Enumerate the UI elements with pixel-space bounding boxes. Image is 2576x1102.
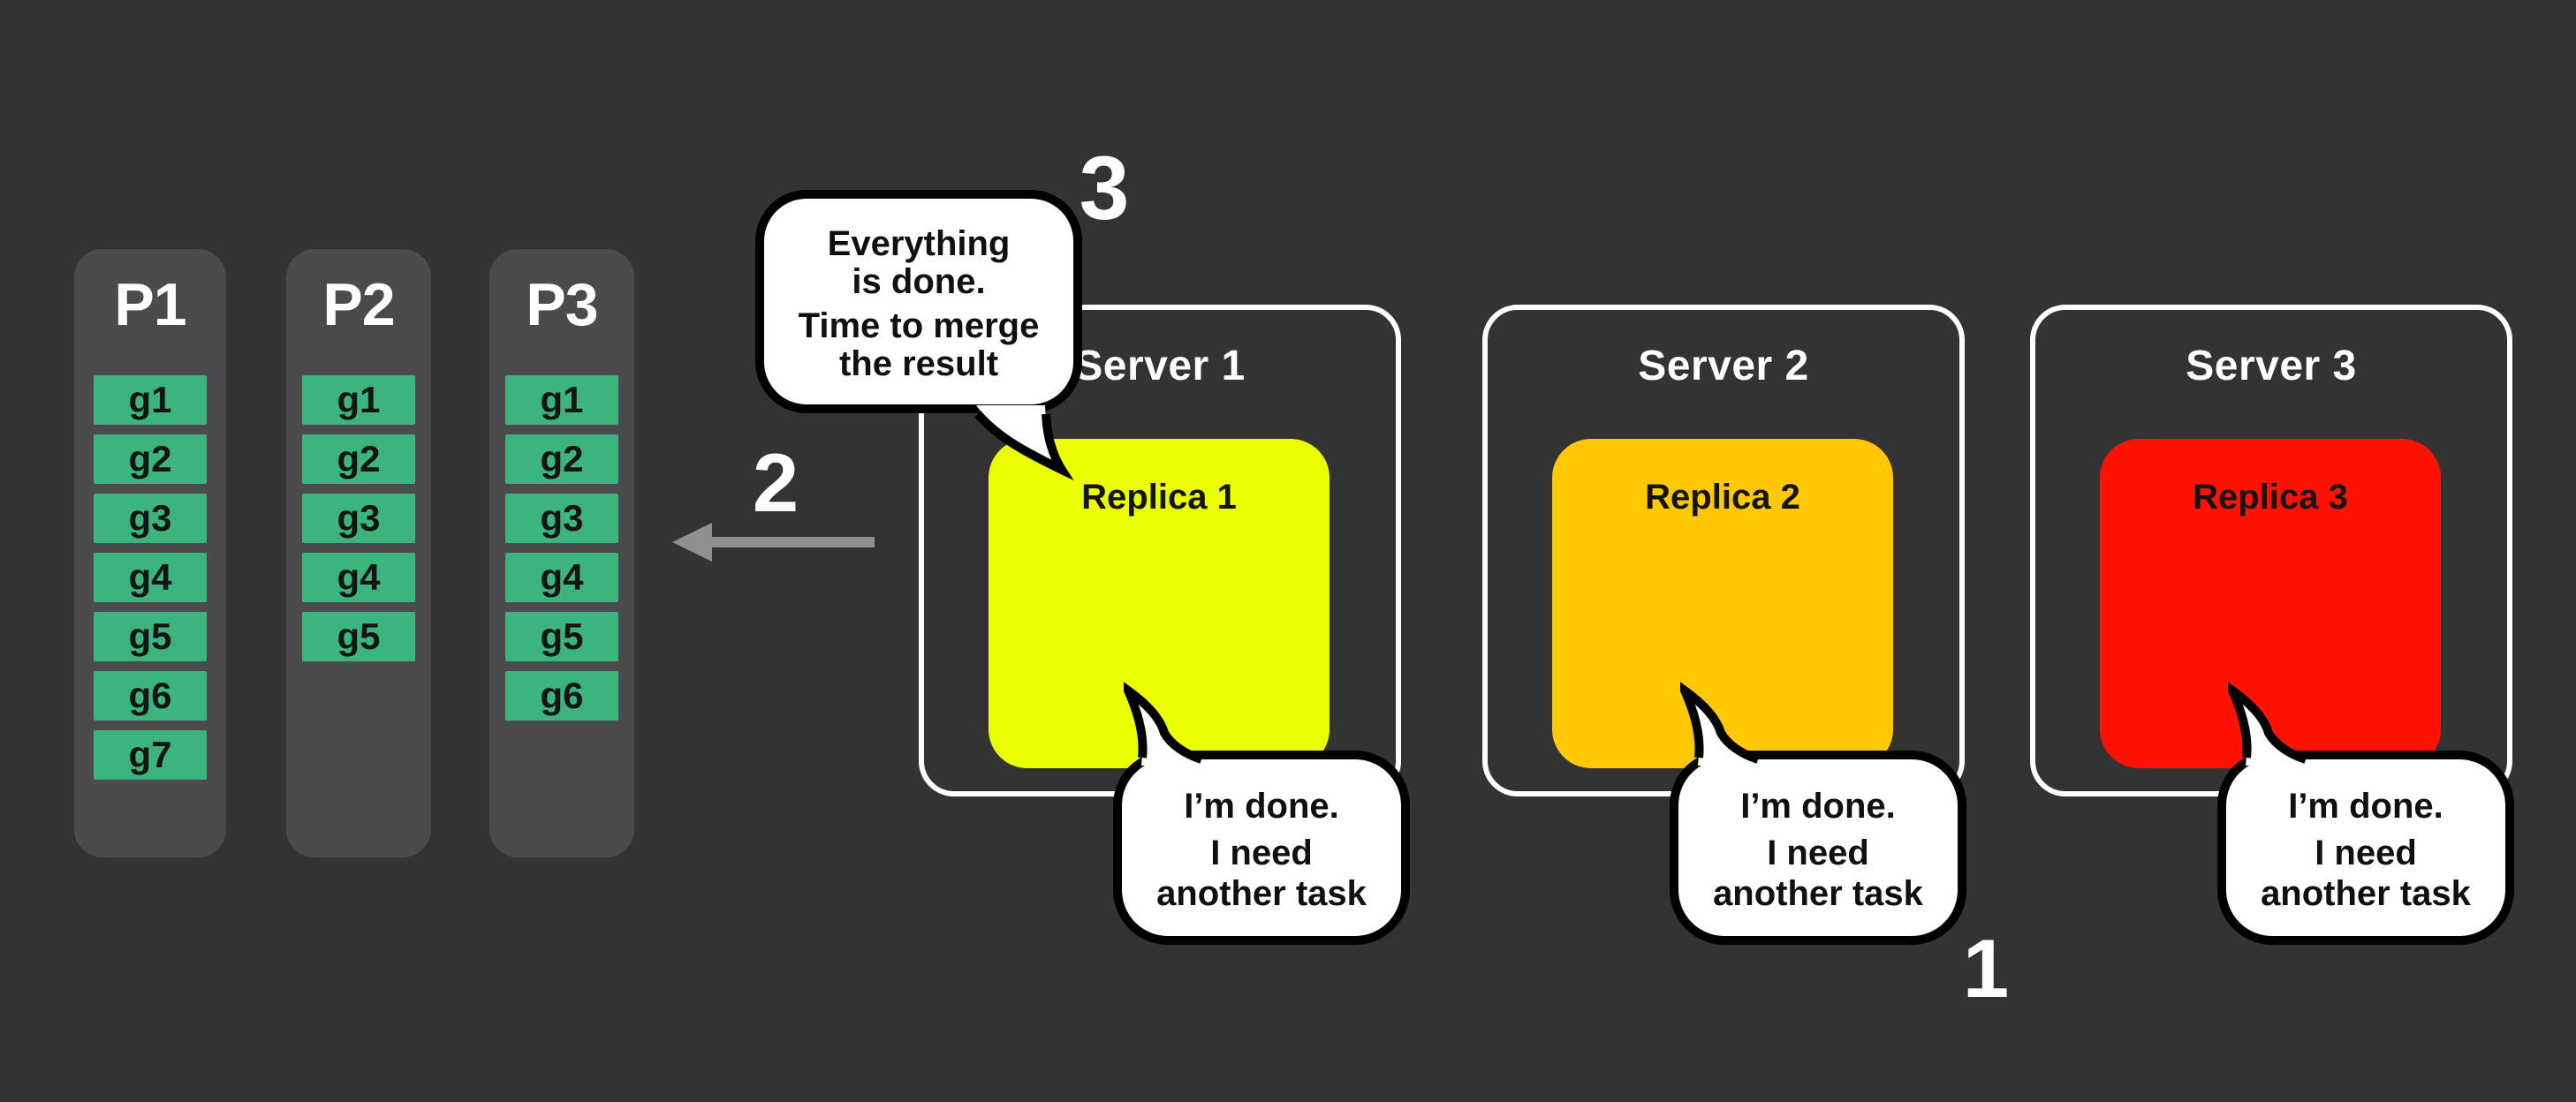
partition-p3: P3 g1 g2 g3 g4 g5 g6 xyxy=(489,249,634,857)
partition-block: g6 xyxy=(505,671,618,721)
step-number-2: 2 xyxy=(752,436,799,529)
step-number-3: 3 xyxy=(1079,138,1130,238)
partition-block: g4 xyxy=(505,553,618,602)
partition-block: g7 xyxy=(94,730,207,780)
replica-label: Replica 2 xyxy=(1645,478,1800,517)
partition-block-list: g1 g2 g3 g4 g5 xyxy=(302,375,415,671)
server-label: Server 2 xyxy=(1638,343,1809,389)
done-bubble-tail xyxy=(2228,682,2320,766)
replica-3-box: Replica 3 xyxy=(2100,439,2441,768)
done-bubble-tail xyxy=(1680,682,1772,766)
partition-block-list: g1 g2 g3 g4 g5 g6 g7 xyxy=(94,375,207,789)
bubble-text-line: Time to merge xyxy=(798,306,1040,345)
partition-block: g5 xyxy=(505,612,618,661)
bubble-text-line: another task xyxy=(1156,874,1367,913)
done-speech-bubble-1: I’m done. I need another task xyxy=(1113,751,1410,945)
partition-p2: P2 g1 g2 g3 g4 g5 xyxy=(286,249,431,857)
partition-block: g5 xyxy=(94,612,207,661)
server-label: Server 3 xyxy=(2186,343,2357,389)
replica-label: Replica 3 xyxy=(2193,478,2348,517)
partition-p1: P1 g1 g2 g3 g4 g5 g6 g7 xyxy=(74,249,226,857)
partition-block: g3 xyxy=(505,494,618,543)
partition-block: g3 xyxy=(302,494,415,543)
done-speech-bubble-2: I’m done. I need another task xyxy=(1670,751,1966,945)
partition-label: P2 xyxy=(322,271,395,338)
partition-label: P1 xyxy=(114,271,186,338)
partition-block: g6 xyxy=(94,671,207,721)
bubble-text-line: the result xyxy=(838,344,999,383)
server-label: Server 1 xyxy=(1074,343,1246,389)
bubble-text-line: I need xyxy=(1210,834,1313,872)
step-number-1: 1 xyxy=(1962,922,2010,1015)
replica-label: Replica 1 xyxy=(1081,478,1237,517)
bubble-text-line: I’m done. xyxy=(1740,787,1896,826)
bubble-text-line: another task xyxy=(1713,874,1923,913)
merge-speech-bubble: Everything is done. Time to merge the re… xyxy=(755,190,1082,413)
arrow-left-icon xyxy=(672,523,875,562)
server-3-box: Server 3 Replica 3 xyxy=(2030,305,2512,796)
bubble-text-line: Everything xyxy=(827,224,1011,263)
bubble-text-line: I need xyxy=(2315,834,2417,872)
server-1-box: Server 1 Replica 1 xyxy=(919,305,1401,796)
bubble-text-line: I’m done. xyxy=(1184,787,1339,826)
partition-block: g1 xyxy=(505,375,618,425)
partition-block: g1 xyxy=(302,375,415,425)
partition-block: g2 xyxy=(94,434,207,484)
partition-block: g5 xyxy=(302,612,415,661)
bubble-text-line: I need xyxy=(1767,834,1869,872)
bubble-text-line: another task xyxy=(2261,874,2471,913)
done-speech-bubble-3: I’m done. I need another task xyxy=(2217,751,2514,945)
partition-label: P3 xyxy=(526,271,598,338)
partition-block: g4 xyxy=(302,553,415,602)
bubble-text-line: I’m done. xyxy=(2288,787,2443,826)
merge-bubble-tail xyxy=(974,405,1074,481)
partition-block: g4 xyxy=(94,553,207,602)
done-bubble-tail xyxy=(1124,682,1216,766)
replica-1-box: Replica 1 xyxy=(989,439,1330,768)
replica-2-box: Replica 2 xyxy=(1552,439,1893,768)
partition-block-list: g1 g2 g3 g4 g5 g6 xyxy=(505,375,618,730)
partition-block: g2 xyxy=(302,434,415,484)
partition-block: g3 xyxy=(94,494,207,543)
partition-block: g1 xyxy=(94,375,207,425)
partition-block: g2 xyxy=(505,434,618,484)
bubble-text-line: is done. xyxy=(852,262,986,301)
